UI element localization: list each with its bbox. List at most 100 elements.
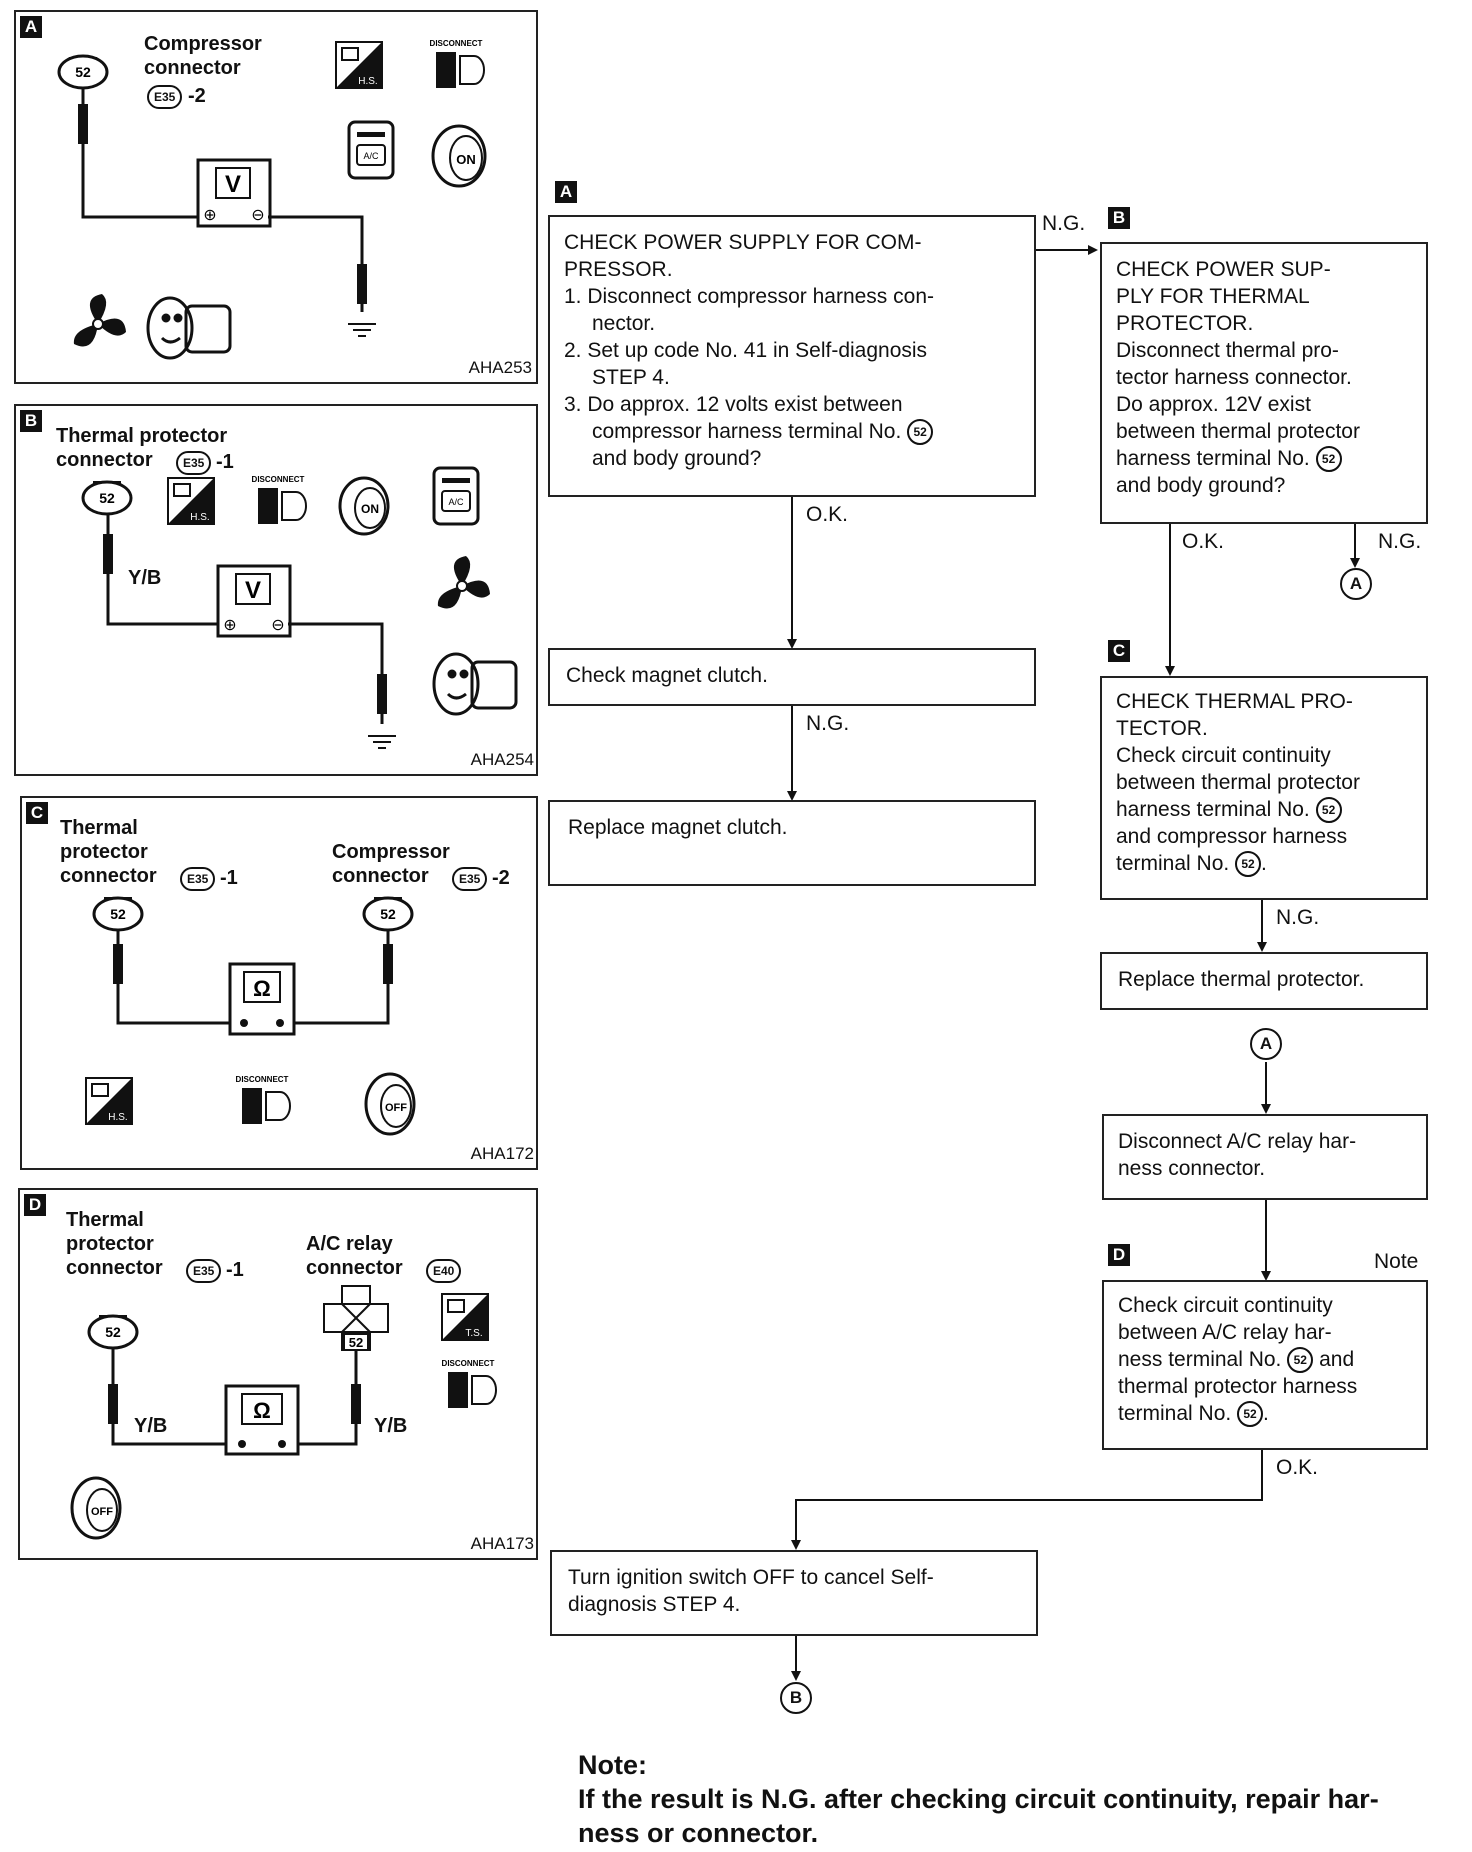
compressor-icon <box>146 296 232 360</box>
ohmmeter-icon: Ω <box>224 1384 300 1456</box>
ground-symbol-icon <box>348 323 376 337</box>
step-c-line2: TECTOR. <box>1116 717 1208 740</box>
svg-text:Ω: Ω <box>253 976 271 1001</box>
panel-c-label: C <box>26 802 48 824</box>
step-a-ok-label: O.K. <box>806 503 849 526</box>
terminal-52-badge: 52 <box>1235 851 1262 877</box>
svg-text:52: 52 <box>110 906 126 922</box>
panel-b-connector-suffix: -1 <box>216 451 234 473</box>
svg-text:OFF: OFF <box>385 1102 407 1114</box>
step-c-line6: and compressor harness <box>1116 825 1348 848</box>
step-b-ng-label: N.G. <box>1378 530 1422 553</box>
disconnect-icon: DISCONNECT <box>236 1075 291 1124</box>
panel-c-right-connector-badge: E35 <box>452 867 488 891</box>
svg-text:⊖: ⊖ <box>271 617 284 634</box>
terminal-52-icon: 52 <box>87 1314 139 1350</box>
step-b-line8: harness terminal No. <box>1116 447 1310 470</box>
step-d-line3b: and <box>1319 1348 1355 1371</box>
step-c-line5-row: harness terminal No. 52 <box>1116 796 1360 823</box>
step-a-step2b: STEP 4. <box>592 366 670 389</box>
terminal-52-badge: 52 <box>907 419 934 445</box>
svg-text:52: 52 <box>75 64 91 80</box>
svg-text:⊖: ⊖ <box>251 207 264 224</box>
probe-tip <box>78 104 88 144</box>
ground-probe-tip <box>357 264 367 304</box>
terminal-52-icon: 52 <box>92 896 144 932</box>
step-a-box: CHECK POWER SUPPLY FOR COM- PRESSOR. 1. … <box>548 215 1036 497</box>
step-b-text: CHECK POWER SUP- PLY FOR THERMAL PROTECT… <box>1116 256 1360 499</box>
harness-hs-icon: H.S. <box>85 1077 133 1125</box>
probe-tip-right <box>351 1384 361 1424</box>
panel-c-right-line2: connector <box>332 865 429 887</box>
step-d-line3-row: ness terminal No. 52 and <box>1118 1346 1357 1373</box>
arrow-d-ok <box>791 1450 1263 1550</box>
note-line2: ness or connector. <box>578 1818 819 1848</box>
step-b-line5: tector harness connector. <box>1116 366 1352 389</box>
panel-d-right-connector-badge: E40 <box>426 1259 462 1283</box>
step-b-label: B <box>1108 207 1130 229</box>
step-a-title-line2: PRESSOR. <box>564 258 673 281</box>
panel-a-code: AHA253 <box>468 358 532 377</box>
svg-text:OFF: OFF <box>91 1506 113 1518</box>
panel-b-connector-badge: E35 <box>176 451 212 475</box>
check-magnet-text: Check magnet clutch. <box>566 664 768 687</box>
connector-a-marker: A <box>1250 1028 1282 1060</box>
step-a-step3b-line: compressor harness terminal No. 52 <box>564 418 934 445</box>
step-a-step1b: nector. <box>592 312 656 335</box>
panel-d-left-line3: connector <box>66 1257 163 1279</box>
step-a-step1a: 1. Disconnect compressor harness con- <box>564 285 934 308</box>
panel-d: D Thermal protector connector E35 -1 A/C… <box>18 1188 538 1560</box>
harness-hs-icon: H.S. <box>167 477 215 525</box>
panel-d-code: AHA173 <box>470 1534 534 1553</box>
probe-tip-left <box>108 1384 118 1424</box>
ground-symbol-icon <box>368 735 396 749</box>
panel-c-schematic: 52 52 Ω H.S. <box>85 896 416 1136</box>
svg-text:H.S.: H.S. <box>358 76 377 87</box>
step-c-box: CHECK THERMAL PRO- TECTOR. Check circuit… <box>1100 676 1428 900</box>
step-d-line3a: ness terminal No. <box>1118 1348 1282 1371</box>
step-c-line5: harness terminal No. <box>1116 798 1310 821</box>
ignition-off-line2: diagnosis STEP 4. <box>568 1593 741 1616</box>
svg-text:A/C: A/C <box>363 151 379 161</box>
step-c-line7-row: terminal No. 52. <box>1116 851 1267 877</box>
step-a-step2a: 2. Set up code No. 41 in Self-diagnosis <box>564 339 928 362</box>
panel-c-left-line2: protector <box>60 841 148 863</box>
step-d-ok-label: O.K. <box>1276 1456 1319 1479</box>
ground-probe-tip <box>377 674 387 714</box>
svg-text:Ω: Ω <box>253 1398 271 1423</box>
panel-c-left-line3: connector <box>60 865 157 887</box>
harness-hs-icon: H.S. <box>335 41 383 89</box>
step-a-label: A <box>555 181 577 203</box>
svg-text:ON: ON <box>361 502 379 516</box>
blower-fan-icon <box>437 556 490 609</box>
ac-switch-icon: A/C <box>347 120 395 180</box>
ac-switch-icon: A/C <box>432 466 480 526</box>
svg-text:DISCONNECT: DISCONNECT <box>442 1359 495 1368</box>
step-c-text: CHECK THERMAL PRO- TECTOR. Check circuit… <box>1116 688 1360 877</box>
step-b-line3: PROTECTOR. <box>1116 312 1254 335</box>
harness-ts-icon: T.S. <box>441 1293 489 1341</box>
replace-magnet-text: Replace magnet clutch. <box>568 816 788 839</box>
svg-text:52: 52 <box>105 1324 121 1340</box>
step-d-box: Check circuit continuity between A/C rel… <box>1102 1280 1428 1450</box>
step-d-text: Check circuit continuity between A/C rel… <box>1118 1292 1357 1427</box>
panel-b-wire-color: Y/B <box>128 567 162 589</box>
step-c-label: C <box>1108 640 1130 662</box>
svg-text:DISCONNECT: DISCONNECT <box>430 39 483 48</box>
panel-a-title-line1: Compressor <box>144 33 262 55</box>
blower-fan-icon <box>73 294 126 347</box>
ignition-off-text: Turn ignition switch OFF to cancel Self-… <box>568 1564 934 1618</box>
step-b-line6: Do approx. 12V exist <box>1116 393 1311 416</box>
panel-d-right-line2: connector <box>306 1257 403 1279</box>
step-c-line7: terminal No. <box>1116 852 1230 875</box>
panel-a: A Compressor connector E35 -2 52 V ⊕ ⊖ <box>14 10 538 384</box>
svg-text:H.S.: H.S. <box>108 1112 127 1123</box>
svg-text:V: V <box>225 171 241 198</box>
panel-b: B Thermal protector connector E35 -1 Y/B… <box>14 404 538 776</box>
svg-text:DISCONNECT: DISCONNECT <box>236 1075 289 1084</box>
replace-thermal-text: Replace thermal protector. <box>1118 968 1365 991</box>
panel-a-schematic: 52 V ⊕ ⊖ H.S. DISCONNE <box>57 39 487 360</box>
panel-c-left-connector-suffix: -1 <box>220 867 238 889</box>
panel-c-right-connector-suffix: -2 <box>492 867 510 889</box>
step-d-line4: thermal protector harness <box>1118 1375 1358 1398</box>
